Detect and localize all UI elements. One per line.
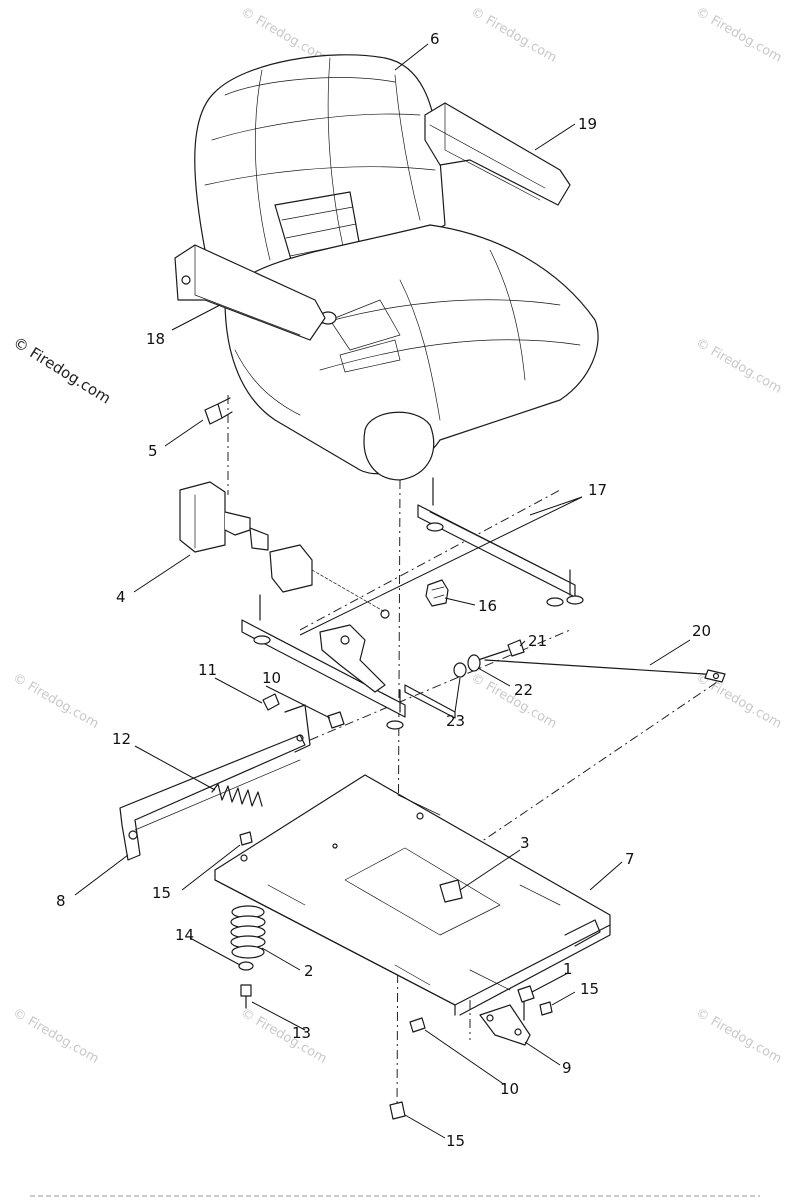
callout-6: 6: [430, 30, 440, 48]
spring-2: [230, 905, 266, 959]
watermark-text: © Firedog.com: [10, 670, 101, 731]
callout-3: 3: [520, 834, 530, 852]
callout-15-left: 15: [152, 884, 171, 902]
watermark-text: © Firedog.com: [468, 4, 559, 65]
callout-20: 20: [692, 622, 711, 640]
callout-10-lower: 10: [500, 1080, 519, 1098]
callout-9: 9: [562, 1059, 572, 1077]
assembly-axis: [299, 489, 561, 631]
callout-17: 17: [588, 481, 607, 499]
callout-16: 16: [478, 597, 497, 615]
callout-19: 19: [578, 115, 597, 133]
nut-15-bottom: [389, 1101, 406, 1120]
callout-12: 12: [112, 730, 131, 748]
callout-22: 22: [514, 681, 533, 699]
nut-15-right: [539, 1001, 553, 1016]
callout-labels: 1 2 3 4 5 6 7 8 9 10 10 11 12 13 14 15 1…: [56, 30, 711, 1150]
spring-12: [211, 783, 263, 807]
callout-5: 5: [148, 442, 158, 460]
washer-22: [467, 654, 481, 672]
callout-1: 1: [563, 960, 573, 978]
callout-7: 7: [625, 850, 635, 868]
bolt-13: [240, 984, 252, 1009]
assembly-axis: [309, 629, 571, 741]
callout-8: 8: [56, 892, 66, 910]
watermark-text: © Firedog.com: [693, 4, 784, 65]
callout-18: 18: [146, 330, 165, 348]
clip-16: [425, 579, 449, 607]
callout-2: 2: [304, 962, 314, 980]
nut-15-left: [239, 831, 253, 846]
watermark-text: © Firedog.com: [238, 1005, 329, 1066]
bolt-5: [204, 397, 233, 425]
leader-lines: [74, 43, 691, 1139]
watermark-text: © Firedog.com: [468, 670, 559, 731]
nut-10-lower: [409, 1017, 426, 1033]
left-armrest: [174, 244, 326, 341]
nut-10: [327, 711, 345, 729]
callout-15-bottom: 15: [446, 1132, 465, 1150]
nut-23: [453, 662, 467, 678]
bracket-8: [119, 704, 311, 861]
watermark-text: © Firedog.com: [10, 1005, 101, 1066]
callout-13: 13: [292, 1024, 311, 1042]
latch-3: [439, 879, 463, 903]
callout-23: 23: [446, 712, 465, 730]
callout-14: 14: [175, 926, 194, 944]
bolt-1: [517, 985, 535, 1021]
seat-rail-17-right: [417, 477, 584, 607]
seat-switch-4: [179, 481, 390, 619]
copyright-watermark: © Firedog.com: [10, 333, 114, 407]
knob-11: [262, 693, 280, 711]
washer-14: [238, 961, 254, 971]
seat-assembly: [194, 54, 599, 481]
base-plate-7: [214, 774, 611, 1016]
rod-20: [484, 659, 726, 683]
watermark-text: © Firedog.com: [693, 670, 784, 731]
callout-15-right: 15: [580, 980, 599, 998]
right-armrest: [424, 102, 571, 206]
callout-21: 21: [528, 632, 547, 650]
seat-rail-17-left: [241, 594, 456, 730]
callout-10-upper: 10: [262, 669, 281, 687]
watermark-text: © Firedog.com: [693, 335, 784, 396]
callout-11: 11: [198, 661, 217, 679]
callout-4: 4: [116, 588, 126, 606]
watermark-text: © Firedog.com: [693, 1005, 784, 1066]
bolt-21: [477, 639, 525, 661]
bracket-9: [479, 1004, 531, 1046]
